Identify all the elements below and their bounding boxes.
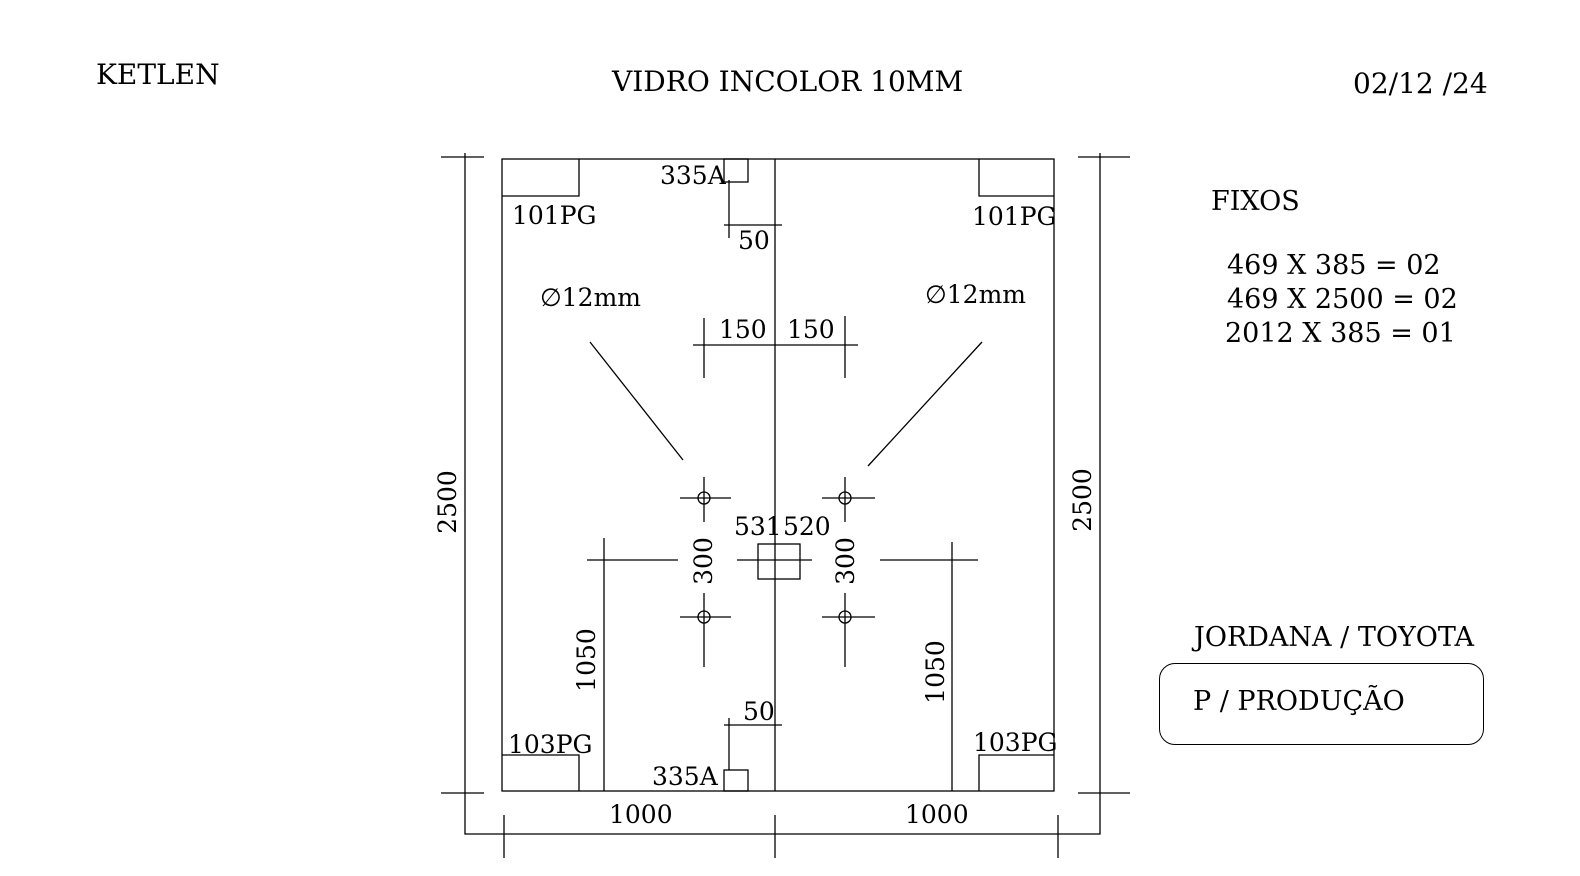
pivot-box-bottom xyxy=(723,769,749,792)
hinge-label-bottom-left: 103PG xyxy=(508,730,593,759)
hole-label-left: ∅12mm xyxy=(540,283,641,312)
hinge-label-top-left: 101PG xyxy=(512,201,597,230)
hinge-box-bottom-left xyxy=(502,754,580,791)
handle-spacing-left: 300 xyxy=(689,537,718,585)
height-label-right: 2500 xyxy=(1068,468,1097,532)
width-label-right: 1000 xyxy=(905,800,969,829)
footer-client: JORDANA / TOYOTA xyxy=(1194,622,1474,653)
hinge-label-top-right: 101PG xyxy=(972,202,1057,231)
pivot-label-top: 335A xyxy=(660,161,727,190)
pivot-offset-bottom: 50 xyxy=(743,697,775,726)
hinge-label-bottom-right: 103PG xyxy=(973,728,1058,757)
pivot-box-top xyxy=(723,158,749,183)
handle-height-left: 1050 xyxy=(572,628,601,692)
handle-offset-left: 150 xyxy=(719,315,767,344)
handle-height-right: 1050 xyxy=(921,640,950,704)
production-box xyxy=(1159,663,1484,745)
pivot-label-bottom: 335A xyxy=(652,762,719,791)
handle-offset-right: 150 xyxy=(787,315,835,344)
fixos-item: 469 X 2500 = 02 xyxy=(1227,284,1458,315)
hinge-box-bottom-right xyxy=(978,754,1054,791)
leader-hole-left xyxy=(589,341,684,461)
hinge-box-top-left xyxy=(502,159,580,197)
fixos-item: 469 X 385 = 02 xyxy=(1227,250,1441,281)
hole-left-top xyxy=(697,491,711,505)
date: 02/12 /24 xyxy=(1353,67,1488,100)
lock-label-right: 520 xyxy=(783,512,831,541)
client-name: KETLEN xyxy=(96,58,220,91)
handle-spacing-right: 300 xyxy=(831,537,860,585)
hole-label-right: ∅12mm xyxy=(925,280,1026,309)
hole-right-top xyxy=(838,491,852,505)
page-title: VIDRO INCOLOR 10MM xyxy=(612,65,964,98)
hole-left-bottom xyxy=(697,610,711,624)
dim-width-line xyxy=(464,793,1101,835)
pivot-offset-top: 50 xyxy=(738,226,770,255)
fixos-title: FIXOS xyxy=(1211,186,1300,217)
lock-label-left: 531 xyxy=(734,512,782,541)
width-label-left: 1000 xyxy=(609,800,673,829)
lock-box xyxy=(757,543,801,580)
fixos-item: 2012 X 385 = 01 xyxy=(1225,318,1456,349)
hinge-box-top-right xyxy=(978,159,1054,197)
production-status: P / PRODUÇÃO xyxy=(1193,686,1405,717)
leader-hole-right xyxy=(867,341,983,467)
height-label-left: 2500 xyxy=(433,470,462,534)
glass-outline xyxy=(501,158,1055,792)
hole-right-bottom xyxy=(838,610,852,624)
